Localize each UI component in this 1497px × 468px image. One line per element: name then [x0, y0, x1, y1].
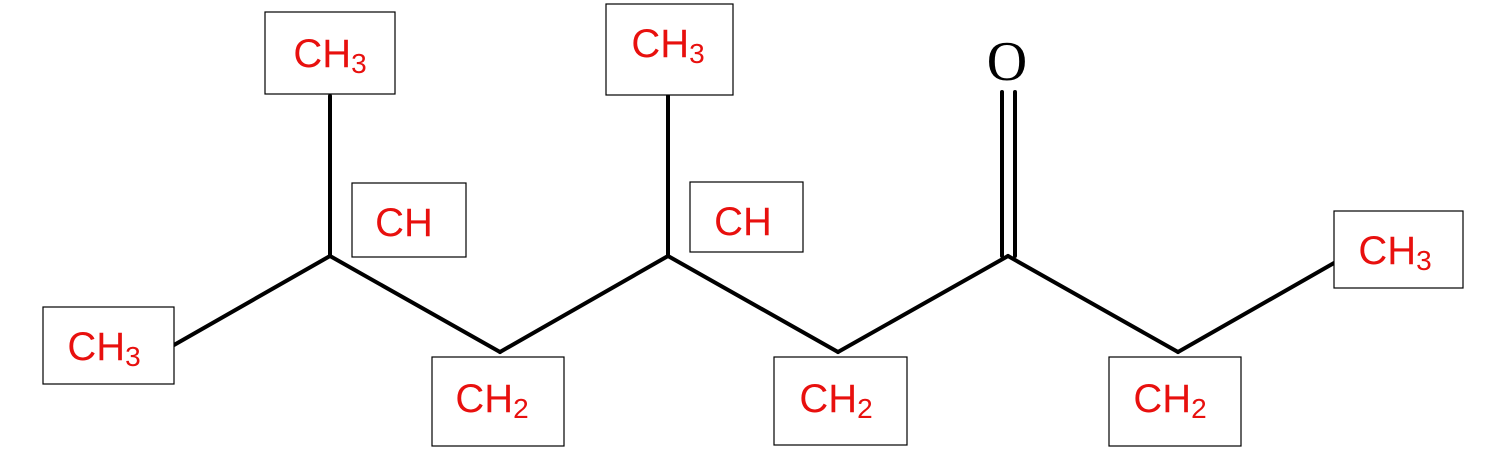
- group-label: CH2: [455, 377, 528, 424]
- bond-ch2-third-to-ch3-right: [1176, 261, 1336, 354]
- label-box: [1108, 356, 1242, 447]
- label-box: [351, 182, 467, 258]
- group-ch3-right-end: CH3: [1333, 210, 1464, 289]
- oxygen-atom: O: [987, 31, 1027, 93]
- label-box: [605, 3, 734, 96]
- group-ch2-third: CH2: [1108, 356, 1242, 447]
- group-ch2-second: CH2: [773, 356, 908, 446]
- label-box: [431, 356, 565, 447]
- bond-ch3-left-to-ch-left: [172, 254, 332, 347]
- label-box: [773, 356, 908, 446]
- group-label: CH3: [293, 32, 366, 79]
- group-ch-middle: CH: [689, 181, 804, 253]
- group-ch-left: CH: [351, 182, 467, 258]
- bond-carbonyl-to-ch2-third: [1006, 254, 1180, 354]
- group-ch3-left-end: CH3: [42, 306, 175, 385]
- group-ch2-first: CH2: [431, 356, 565, 447]
- label-box: [1333, 210, 1464, 289]
- label-box: [689, 181, 804, 253]
- label-box: [42, 306, 175, 385]
- group-label: CH: [714, 200, 772, 244]
- bond-ch-left-to-ch2-first: [328, 254, 502, 354]
- group-ch3-top-middle: CH3: [605, 3, 734, 96]
- group-ch3-top-left: CH3: [264, 11, 396, 95]
- carbon-chain-bonds: [172, 94, 1336, 354]
- group-label: CH2: [799, 377, 872, 424]
- carbonyl-double-bond: [1000, 90, 1017, 258]
- bond-ch2-second-to-carbonyl: [836, 254, 1010, 354]
- label-box: [264, 11, 396, 95]
- group-label: CH3: [67, 325, 140, 372]
- group-label: CH: [375, 201, 433, 245]
- bond-ch-middle-to-ch2-second: [666, 254, 840, 354]
- group-label: CH3: [1358, 229, 1431, 276]
- bond-ch2-first-to-ch-middle: [498, 254, 670, 354]
- group-label: CH2: [1133, 377, 1206, 424]
- group-label: CH3: [631, 22, 704, 69]
